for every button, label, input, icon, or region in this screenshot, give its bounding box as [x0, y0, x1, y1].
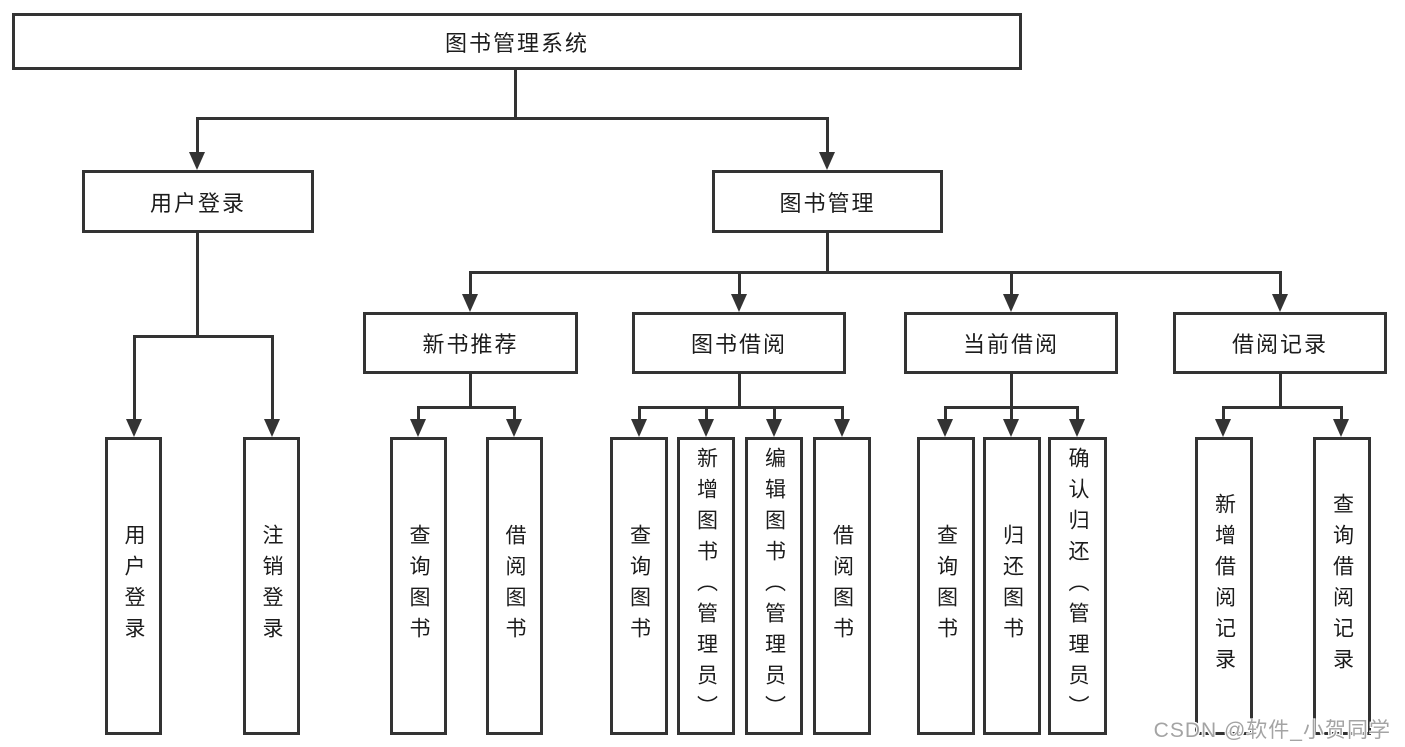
leaf-label: 归还图书 — [1000, 524, 1024, 648]
leaf-query-book-current: 查询图书 — [917, 437, 975, 735]
connector-line — [417, 406, 516, 409]
leaf-label: 查询图书 — [407, 524, 430, 648]
node-user-login: 用户登录 — [82, 170, 314, 233]
leaf-borrow-book-recommend: 借阅图书 — [486, 437, 543, 735]
connector-line — [196, 117, 199, 157]
connector-line — [738, 374, 741, 409]
node-book-borrow: 图书借阅 — [632, 312, 846, 374]
connector-line — [1076, 406, 1079, 423]
arrow-down-icon — [631, 419, 647, 437]
connector-line — [1340, 406, 1343, 423]
connector-line — [638, 406, 844, 409]
connector-line — [1010, 406, 1013, 423]
connector-line — [1279, 271, 1282, 298]
arrow-down-icon — [1003, 294, 1019, 312]
leaf-query-book-recommend: 查询图书 — [390, 437, 447, 735]
leaf-borrow-book: 借阅图书 — [813, 437, 871, 735]
leaf-label: 借阅图书 — [503, 524, 526, 648]
leaf-query-book-borrow: 查询图书 — [610, 437, 668, 735]
leaf-return-book: 归还图书 — [983, 437, 1041, 735]
leaf-label: 新增借阅记录 — [1212, 493, 1236, 679]
leaf-label: 确认归还（管理员） — [1066, 446, 1089, 726]
leaf-label: 新增图书（管理员） — [694, 446, 718, 726]
leaf-user-login: 用户登录 — [105, 437, 162, 735]
connector-line — [469, 374, 472, 409]
arrow-down-icon — [1333, 419, 1349, 437]
connector-line — [638, 406, 641, 423]
node-root-library-system: 图书管理系统 — [12, 13, 1022, 70]
connector-line — [196, 117, 829, 120]
leaf-add-book-admin: 新增图书（管理员） — [677, 437, 735, 735]
connector-line — [469, 271, 472, 298]
connector-line — [1010, 271, 1013, 298]
connector-line — [1222, 406, 1343, 409]
connector-line — [1222, 406, 1225, 423]
arrow-down-icon — [1003, 419, 1019, 437]
node-book-management: 图书管理 — [712, 170, 943, 233]
arrow-down-icon — [264, 419, 280, 437]
connector-line — [133, 335, 136, 423]
leaf-logout: 注销登录 — [243, 437, 300, 735]
leaf-label: 查询图书 — [934, 524, 958, 648]
connector-line — [944, 406, 947, 423]
leaf-label: 查询借阅记录 — [1330, 493, 1354, 679]
arrow-down-icon — [189, 152, 205, 170]
connector-line — [1279, 374, 1282, 409]
arrow-down-icon — [506, 419, 522, 437]
arrow-down-icon — [126, 419, 142, 437]
leaf-label: 查询图书 — [627, 524, 651, 648]
connector-line — [469, 271, 1282, 274]
connector-line — [826, 233, 829, 274]
node-current-borrow: 当前借阅 — [904, 312, 1118, 374]
connector-line — [826, 117, 829, 157]
connector-line — [1010, 374, 1013, 409]
connector-line — [738, 271, 741, 298]
leaf-confirm-return-admin: 确认归还（管理员） — [1048, 437, 1107, 735]
arrow-down-icon — [731, 294, 747, 312]
connector-line — [196, 233, 199, 338]
connector-line — [841, 406, 844, 423]
node-new-book-recommend: 新书推荐 — [363, 312, 578, 374]
leaf-add-borrow-record: 新增借阅记录 — [1195, 437, 1253, 735]
connector-line — [271, 335, 274, 423]
arrow-down-icon — [410, 419, 426, 437]
arrow-down-icon — [698, 419, 714, 437]
arrow-down-icon — [834, 419, 850, 437]
arrow-down-icon — [1272, 294, 1288, 312]
arrow-down-icon — [1215, 419, 1231, 437]
arrow-down-icon — [937, 419, 953, 437]
csdn-watermark: CSDN @软件_小贺同学 — [1153, 719, 1391, 742]
arrow-down-icon — [1069, 419, 1085, 437]
arrow-down-icon — [766, 419, 782, 437]
connector-line — [133, 335, 274, 338]
leaf-label: 用户登录 — [122, 524, 145, 648]
leaf-label: 编辑图书（管理员） — [762, 446, 786, 726]
arrow-down-icon — [819, 152, 835, 170]
leaf-label: 注销登录 — [260, 524, 283, 648]
connector-line — [705, 406, 708, 423]
leaf-query-borrow-record: 查询借阅记录 — [1313, 437, 1371, 735]
connector-line — [417, 406, 420, 423]
connector-line — [513, 406, 516, 423]
arrow-down-icon — [462, 294, 478, 312]
connector-line — [773, 406, 776, 423]
connector-line — [514, 70, 517, 119]
node-borrow-records: 借阅记录 — [1173, 312, 1387, 374]
leaf-label: 借阅图书 — [830, 524, 854, 648]
leaf-edit-book-admin: 编辑图书（管理员） — [745, 437, 803, 735]
